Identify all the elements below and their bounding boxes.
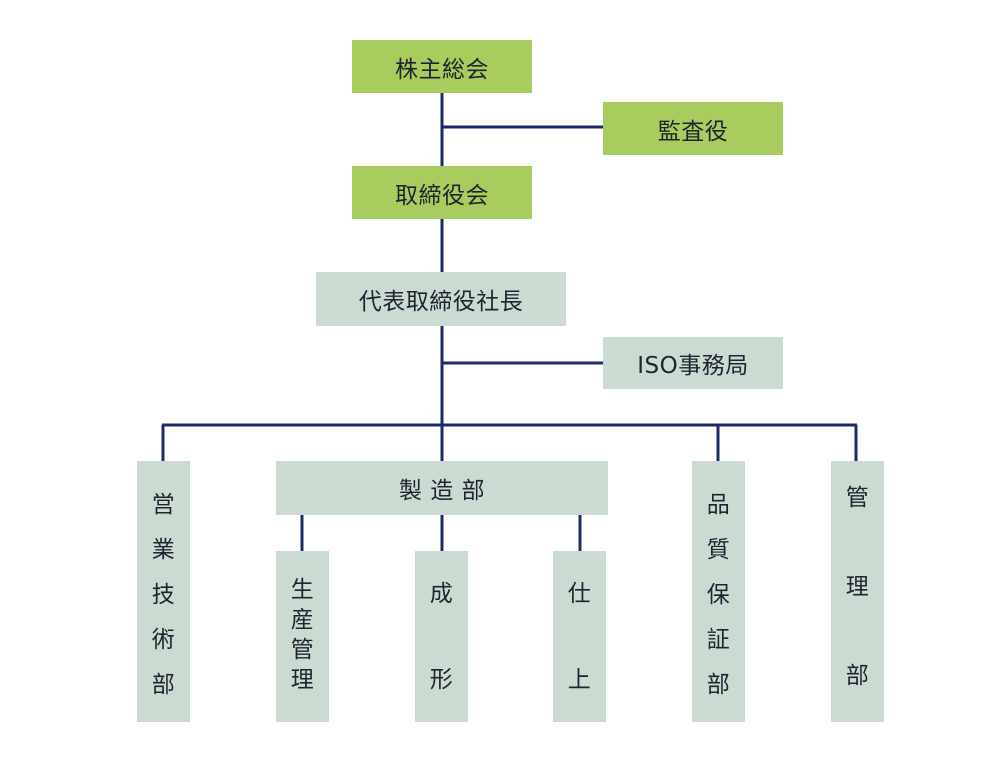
molding-char: 成 bbox=[429, 581, 454, 607]
finishing-char: 仕 bbox=[567, 581, 592, 607]
molding-box: 成 形 bbox=[415, 551, 468, 722]
sales-engineering-char: 部 bbox=[151, 672, 176, 698]
molding-char: 形 bbox=[429, 667, 454, 693]
manufacturing-dept-label: 製 造 部 bbox=[398, 478, 486, 504]
production-control-box: 生 産 管 理 bbox=[276, 551, 329, 722]
administration-char: 管 bbox=[845, 485, 870, 511]
quality-assurance-char: 保 bbox=[706, 582, 731, 608]
quality-assurance-char: 部 bbox=[706, 672, 731, 698]
production-control-char: 産 bbox=[290, 607, 315, 633]
sales-engineering-dept-box: 営 業 技 術 部 bbox=[137, 461, 190, 722]
shareholders-meeting-label: 株主総会 bbox=[395, 56, 489, 83]
manufacturing-dept-box: 製 造 部 bbox=[276, 461, 608, 515]
finishing-box: 仕 上 bbox=[553, 551, 606, 722]
auditor-box: 監査役 bbox=[603, 102, 783, 155]
production-control-char: 理 bbox=[290, 667, 315, 693]
finishing-char: 上 bbox=[567, 667, 592, 693]
quality-assurance-char: 質 bbox=[706, 537, 731, 563]
sales-engineering-char: 営 bbox=[151, 492, 176, 518]
administration-dept-box: 管 理 部 bbox=[831, 461, 884, 722]
board-of-directors-box: 取締役会 bbox=[352, 166, 532, 219]
board-of-directors-label: 取締役会 bbox=[395, 182, 489, 209]
administration-char: 部 bbox=[845, 663, 870, 689]
production-control-char: 管 bbox=[290, 637, 315, 663]
president-box: 代表取締役社長 bbox=[316, 272, 566, 326]
auditor-label: 監査役 bbox=[657, 118, 729, 145]
sales-engineering-char: 術 bbox=[151, 627, 176, 653]
sales-engineering-char: 業 bbox=[151, 537, 176, 563]
quality-assurance-char: 品 bbox=[706, 492, 731, 518]
production-control-char: 生 bbox=[290, 577, 315, 603]
quality-assurance-dept-box: 品 質 保 証 部 bbox=[692, 461, 745, 722]
iso-office-label: ISO事務局 bbox=[637, 353, 749, 379]
iso-office-box: ISO事務局 bbox=[603, 337, 783, 389]
sales-engineering-char: 技 bbox=[151, 582, 176, 608]
shareholders-meeting-box: 株主総会 bbox=[352, 40, 532, 93]
administration-char: 理 bbox=[845, 574, 870, 600]
quality-assurance-char: 証 bbox=[706, 627, 731, 653]
president-label: 代表取締役社長 bbox=[358, 289, 524, 315]
